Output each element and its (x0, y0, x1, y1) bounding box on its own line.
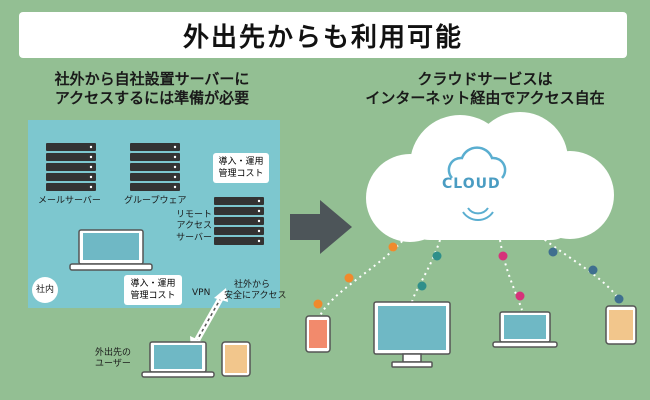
cloud-shape (366, 112, 614, 242)
secure-access-label: 社外から 安全にアクセス (224, 280, 287, 303)
left-heading-line2: アクセスするには準備が必要 (54, 88, 250, 107)
groupware-server-icon (130, 143, 180, 191)
network-links (317, 231, 623, 321)
link-dots (313, 242, 624, 309)
remote-label-line3: サーバー (176, 232, 212, 243)
cost-box-bottom-line1: 導入・運用 (130, 279, 176, 289)
remote-tablet-icon (221, 341, 251, 377)
left-heading: 社外から自社設置サーバーに アクセスするには準備が必要 (22, 70, 282, 108)
remote-user-label: 外出先の ユーザー (95, 348, 131, 371)
cloud-logo-text: CLOUD (442, 176, 501, 192)
cost-box-top: 導入・運用 管理コスト (213, 153, 269, 184)
cloud-laptop-icon (492, 311, 558, 348)
office-badge-label: 社内 (35, 285, 54, 295)
title-bar: 外出先からも利用可能 (19, 12, 627, 58)
cost-box-top-line2: 管理コスト (218, 169, 264, 180)
page-title: 外出先からも利用可能 (182, 22, 463, 53)
vpn-arrow (190, 288, 228, 350)
cost-box-bottom-line2: 管理コスト (130, 291, 176, 302)
right-heading-line1: クラウドサービスは (417, 70, 553, 88)
cloud-logo-icon (447, 146, 507, 221)
secure-line2: 安全にアクセス (224, 291, 287, 302)
smartphone-icon (305, 315, 331, 353)
remote-server-label: リモート アクセス サーバー (172, 210, 212, 244)
remote-label-line1: リモート (175, 210, 212, 220)
secure-line1: 社外から (234, 280, 271, 290)
cost-box-bottom: 導入・運用 管理コスト (124, 275, 182, 306)
mail-server-label: メールサーバー (38, 196, 101, 206)
office-laptop-icon (69, 229, 153, 271)
right-heading-line2: インターネット経由でアクセス自在 (365, 88, 605, 107)
office-badge-circle (32, 277, 58, 303)
mail-server-icon (46, 143, 96, 191)
remote-laptop-icon (141, 341, 215, 378)
desktop-monitor-icon (373, 301, 451, 368)
cloud-tablet-icon (605, 305, 637, 345)
left-heading-line1: 社外から自社設置サーバーに (54, 70, 250, 88)
remote-label-line2: アクセス (176, 221, 212, 232)
remote-access-server-icon (214, 197, 264, 245)
transition-arrow (290, 200, 352, 254)
cost-box-top-line1: 導入・運用 (218, 157, 264, 167)
groupware-label: グループウェア (124, 196, 187, 206)
user-line1: 外出先の (95, 348, 132, 358)
vpn-label: VPN (192, 288, 211, 298)
user-line2: ユーザー (95, 359, 131, 370)
right-heading: クラウドサービスは インターネット経由でアクセス自在 (340, 70, 630, 108)
